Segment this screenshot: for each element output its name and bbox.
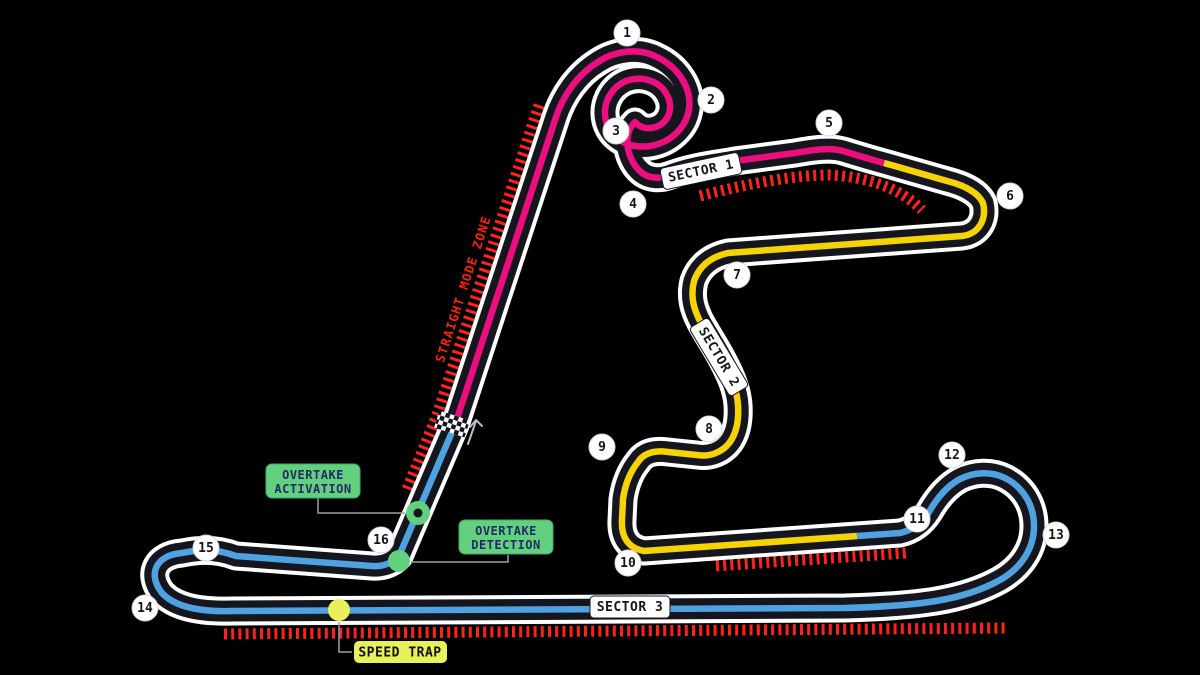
svg-text:SECTOR 3: SECTOR 3 xyxy=(597,600,664,615)
overtake-detection-connector xyxy=(411,555,509,563)
start-finish-line xyxy=(434,410,470,438)
svg-text:DETECTION: DETECTION xyxy=(471,538,541,552)
svg-text:4: 4 xyxy=(629,197,637,212)
sector3-label: SECTOR 3 xyxy=(589,595,671,619)
direction-arrow xyxy=(467,419,483,445)
ticks-back-straight xyxy=(223,622,1007,640)
speed-trap-dot xyxy=(328,599,350,621)
overtake-activation-label: OVERTAKE ACTIVATION xyxy=(265,463,361,499)
turn-marker-3: 3 xyxy=(602,117,630,145)
svg-text:2: 2 xyxy=(707,93,715,108)
sector3-racing-line xyxy=(151,423,1038,615)
svg-text:11: 11 xyxy=(909,512,925,527)
svg-text:SPEED TRAP: SPEED TRAP xyxy=(358,646,441,661)
svg-text:7: 7 xyxy=(733,268,741,283)
turn-marker-7: 7 xyxy=(723,261,751,289)
turn-marker-12: 12 xyxy=(938,441,966,469)
turn-marker-13: 13 xyxy=(1042,521,1070,549)
svg-text:ACTIVATION: ACTIVATION xyxy=(274,482,351,496)
svg-text:1: 1 xyxy=(623,26,631,41)
turn-marker-2: 2 xyxy=(697,86,725,114)
ticks-main-straight xyxy=(400,103,545,495)
svg-text:15: 15 xyxy=(198,541,214,556)
overtake-detection-dot xyxy=(388,550,410,572)
svg-text:OVERTAKE: OVERTAKE xyxy=(282,468,344,482)
svg-text:16: 16 xyxy=(373,533,389,548)
overtake-activation-dot xyxy=(406,501,430,525)
turn-marker-14: 14 xyxy=(131,594,159,622)
svg-text:10: 10 xyxy=(620,556,636,571)
ticks-turn5-wedge xyxy=(698,169,926,214)
turn-marker-16: 16 xyxy=(367,526,395,554)
speed-trap-connector xyxy=(338,622,352,653)
overtake-detection-label: OVERTAKE DETECTION xyxy=(458,519,554,555)
overtake-activation-connector xyxy=(317,498,405,514)
turn-marker-9: 9 xyxy=(588,433,616,461)
speed-trap-label: SPEED TRAP xyxy=(354,641,447,663)
turn-marker-4: 4 xyxy=(619,190,647,218)
svg-text:14: 14 xyxy=(137,601,153,616)
turn-marker-8: 8 xyxy=(695,415,723,443)
svg-text:OVERTAKE: OVERTAKE xyxy=(475,524,537,538)
svg-text:5: 5 xyxy=(825,116,833,131)
track-surface xyxy=(144,40,1045,622)
svg-text:13: 13 xyxy=(1048,528,1064,543)
turn-marker-6: 6 xyxy=(996,182,1024,210)
svg-text:3: 3 xyxy=(612,124,620,139)
turn-marker-11: 11 xyxy=(903,505,931,533)
svg-text:12: 12 xyxy=(944,448,960,463)
svg-text:9: 9 xyxy=(598,440,606,455)
turn-marker-1: 1 xyxy=(613,19,641,47)
turn-marker-10: 10 xyxy=(614,549,642,577)
grandstand-ticks xyxy=(223,103,1007,640)
turn-marker-15: 15 xyxy=(192,534,220,562)
svg-text:8: 8 xyxy=(705,422,713,437)
turn-marker-5: 5 xyxy=(815,109,843,137)
ticks-turn10-straight xyxy=(715,547,907,572)
svg-text:6: 6 xyxy=(1006,189,1014,204)
